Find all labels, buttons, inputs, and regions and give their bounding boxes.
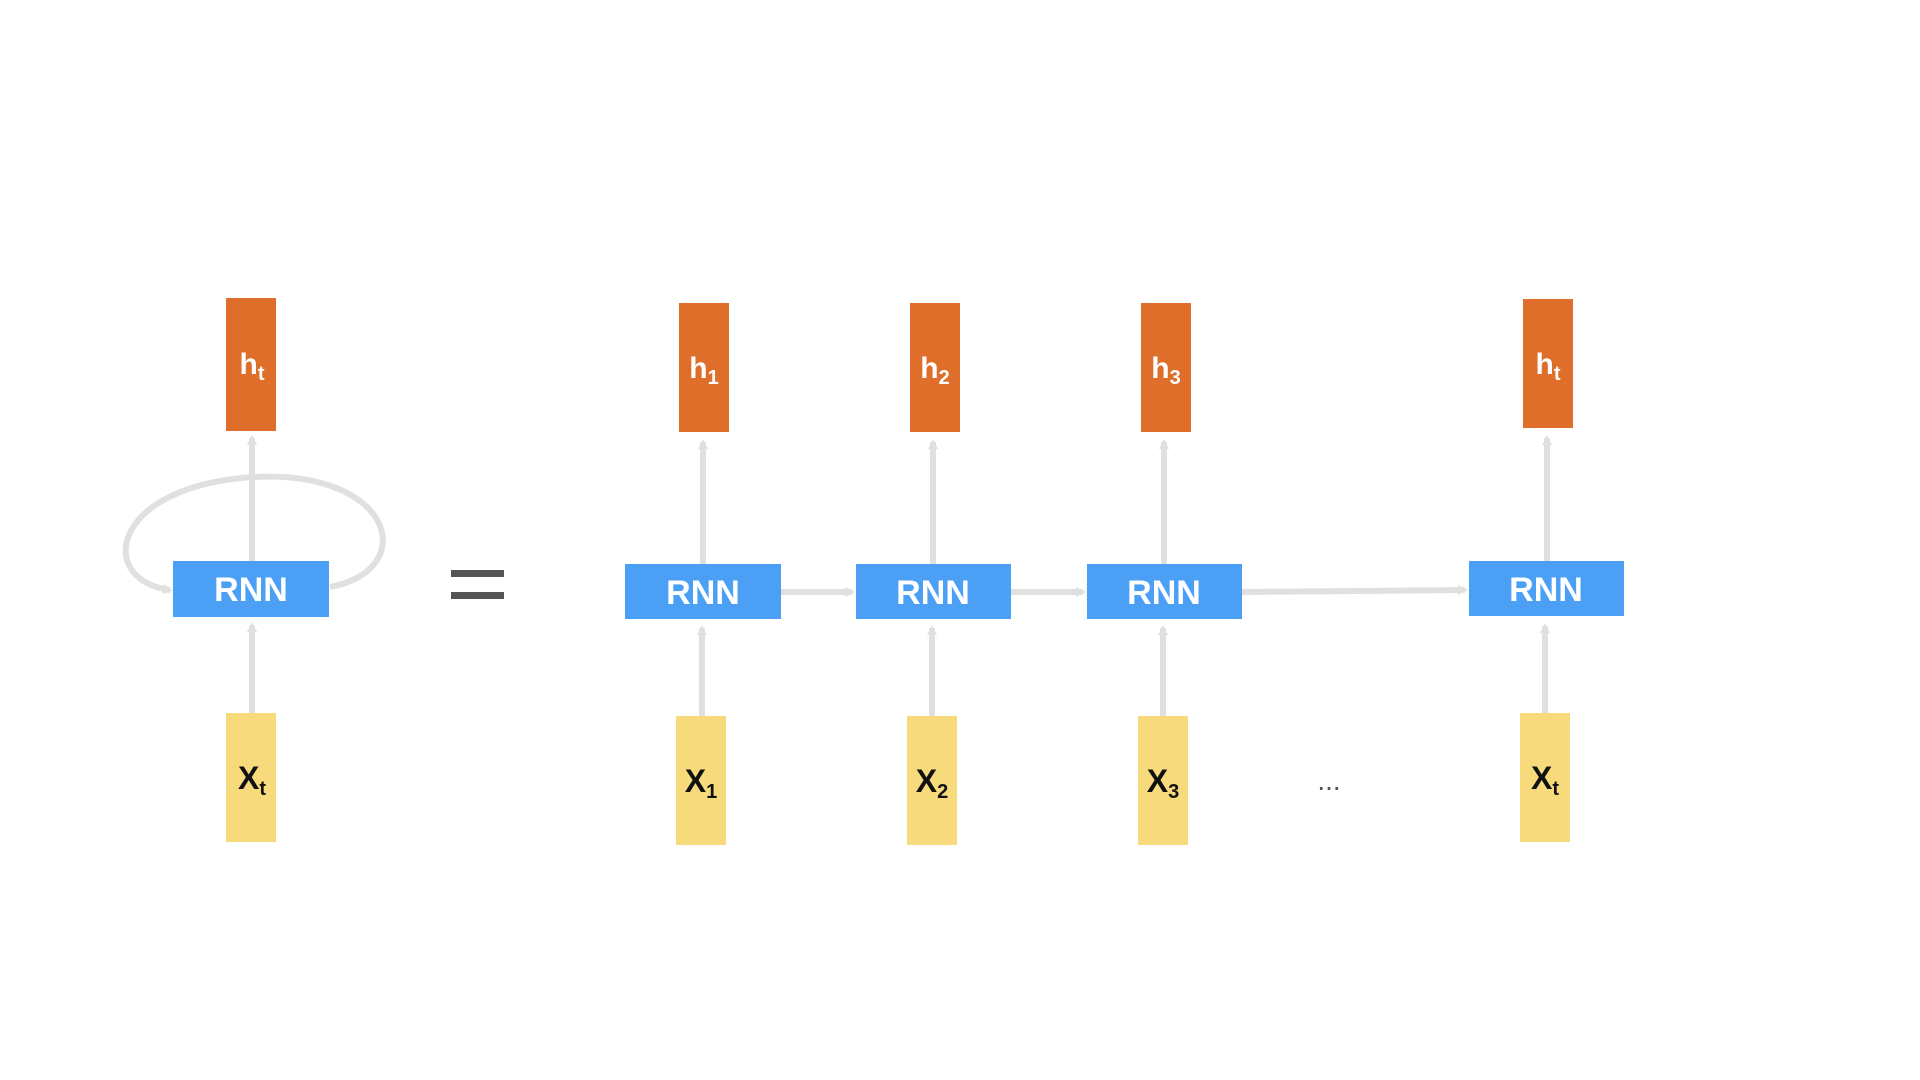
input-box-2: X2 (907, 716, 957, 845)
input-label-1: X (685, 763, 707, 799)
input-box-t: Xt (1520, 713, 1570, 842)
folded-rnn-label: RNN (214, 571, 288, 609)
folded-output-label: h (240, 348, 258, 381)
hidden-state-arrow-3-t (1241, 585, 1468, 596)
unrolled-step-2: h2 RNN X2 (856, 303, 1011, 845)
folded-output-subscript: t (258, 363, 265, 385)
output-subscript-t: t (1554, 363, 1561, 385)
svg-text:h1: h1 (689, 352, 718, 389)
svg-text:Xt: Xt (1531, 760, 1559, 800)
output-subscript-1: 1 (708, 367, 719, 389)
svg-text:X3: X3 (1147, 763, 1179, 803)
rnn-label-2: RNN (896, 574, 970, 612)
svg-text:X1: X1 (685, 763, 717, 803)
svg-text:ht: ht (240, 348, 265, 385)
rnn-label-1: RNN (666, 574, 740, 612)
input-subscript-3: 3 (1168, 781, 1179, 803)
equals-text: = (477, 1069, 478, 1071)
output-label-2: h (920, 352, 938, 385)
folded-input-subscript: t (259, 778, 266, 800)
output-box-3: h3 (1141, 303, 1191, 432)
input-box-3: X3 (1138, 716, 1188, 845)
svg-text:h2: h2 (920, 352, 949, 389)
rnn-cell-t: RNN (1469, 561, 1624, 616)
output-box-1: h1 (679, 303, 729, 432)
output-box-t: ht (1523, 299, 1573, 428)
unrolled-step-1: h1 RNN X1 (625, 303, 781, 845)
unrolled-rnn: h1 RNN X1 h2 (625, 299, 1624, 845)
input-label-t: X (1531, 760, 1553, 796)
folded-output-box: ht (226, 298, 276, 431)
recurrent-loop-arrow (122, 473, 386, 595)
svg-text:h3: h3 (1151, 352, 1180, 389)
rnn-cell-2: RNN (856, 564, 1011, 619)
folded-input-box: Xt (226, 713, 276, 842)
input-subscript-2: 2 (937, 781, 948, 803)
unrolled-step-3: h3 RNN X3 (1087, 303, 1242, 845)
input-box-1: X1 (676, 716, 726, 845)
input-subscript-t: t (1552, 778, 1559, 800)
equals-sign: = (451, 570, 504, 1071)
rnn-label-t: RNN (1509, 571, 1583, 609)
output-label-1: h (689, 352, 707, 385)
input-subscript-1: 1 (706, 781, 717, 803)
folded-rnn-cell: RNN (173, 561, 329, 617)
rnn-cell-3: RNN (1087, 564, 1242, 619)
output-subscript-3: 3 (1170, 367, 1181, 389)
rnn-cell-1: RNN (625, 564, 781, 619)
output-label-t: h (1536, 348, 1554, 381)
output-label-3: h (1151, 352, 1169, 385)
folded-input-label: X (238, 760, 260, 796)
svg-text:ht: ht (1536, 348, 1561, 385)
svg-text:X2: X2 (916, 763, 948, 803)
svg-text:Xt: Xt (238, 760, 266, 800)
input-label-2: X (916, 763, 938, 799)
rnn-label-3: RNN (1127, 574, 1201, 612)
output-box-2: h2 (910, 303, 960, 432)
folded-rnn: ht RNN Xt (122, 298, 386, 842)
ellipsis-text: ... (1317, 765, 1340, 796)
input-label-3: X (1147, 763, 1169, 799)
unrolled-step-t: ht RNN Xt (1469, 299, 1624, 842)
output-subscript-2: 2 (939, 367, 950, 389)
